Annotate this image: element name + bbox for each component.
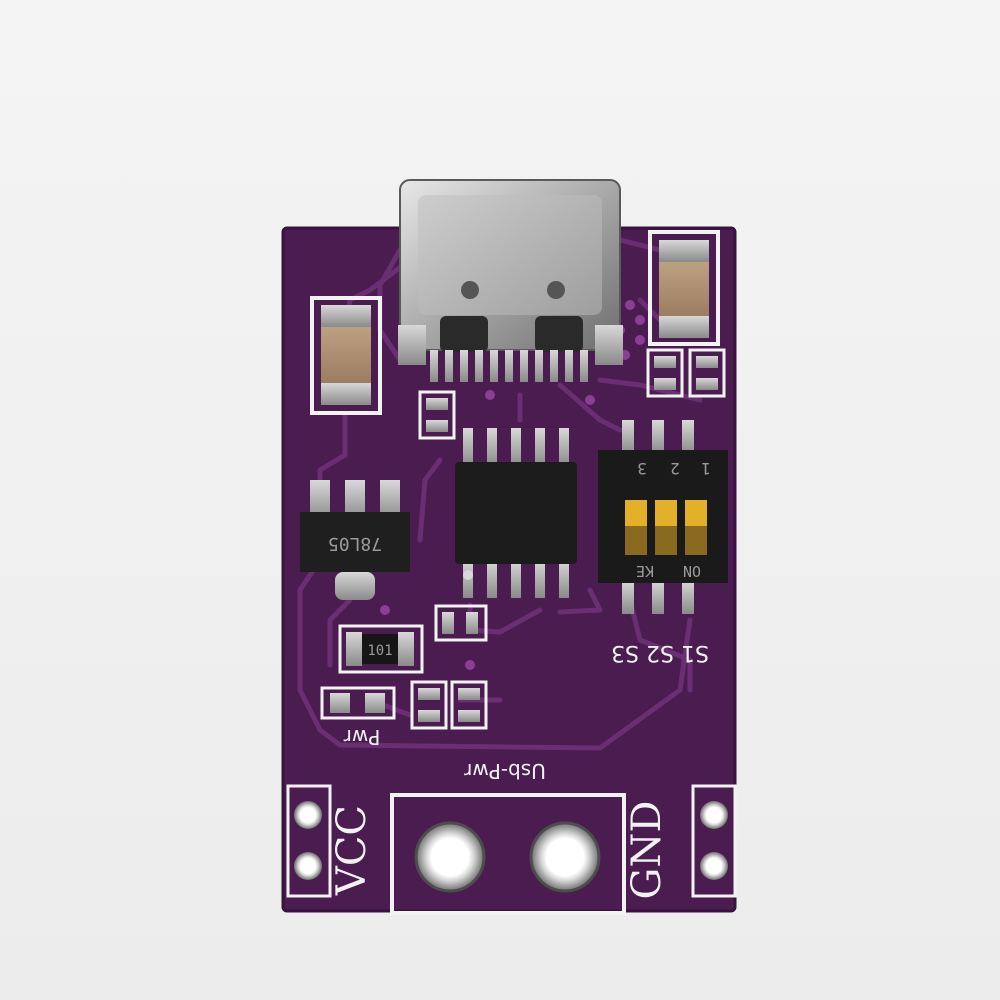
regulator-marking: 78L05 [328,533,382,554]
dip-on-label: ON [683,562,701,580]
pwr-label: Pwr [343,725,380,749]
resistor: 101 [338,624,424,674]
main-ic [455,428,577,598]
dip-switch-toggles [625,500,707,555]
voltage-regulator: 78L05 [300,480,410,600]
terminal-outline [390,793,626,915]
usb-c-connector [398,179,623,382]
svg-text:1: 1 [701,459,711,478]
capacitor-top-right [648,230,720,346]
gnd-label: GND [624,800,670,899]
svg-text:2: 2 [670,459,680,478]
terminal-holes [414,821,601,893]
dip-switch-numbers: 1 2 3 [637,459,711,478]
svg-text:3: 3 [637,459,647,478]
usb-pwr-label: Usb-Pwr [463,759,545,783]
resistor-marking: 101 [367,643,392,659]
vcc-label: VCC [329,805,375,896]
left-header-pads [286,784,332,898]
dip-switch: 1 2 3 ON KE [598,420,728,614]
dip-ke-label: KE [636,562,654,580]
smd-component-left [418,390,456,440]
pcb-board [283,228,735,911]
smd-pair-bottom [410,680,488,730]
switch-labels: S1 S2 S3 [611,640,709,665]
smd-component-center [434,604,488,642]
smd-pair-top-right [646,348,726,398]
power-led [320,686,396,720]
capacitor-top-left [310,296,382,415]
right-header-pads [691,784,737,898]
